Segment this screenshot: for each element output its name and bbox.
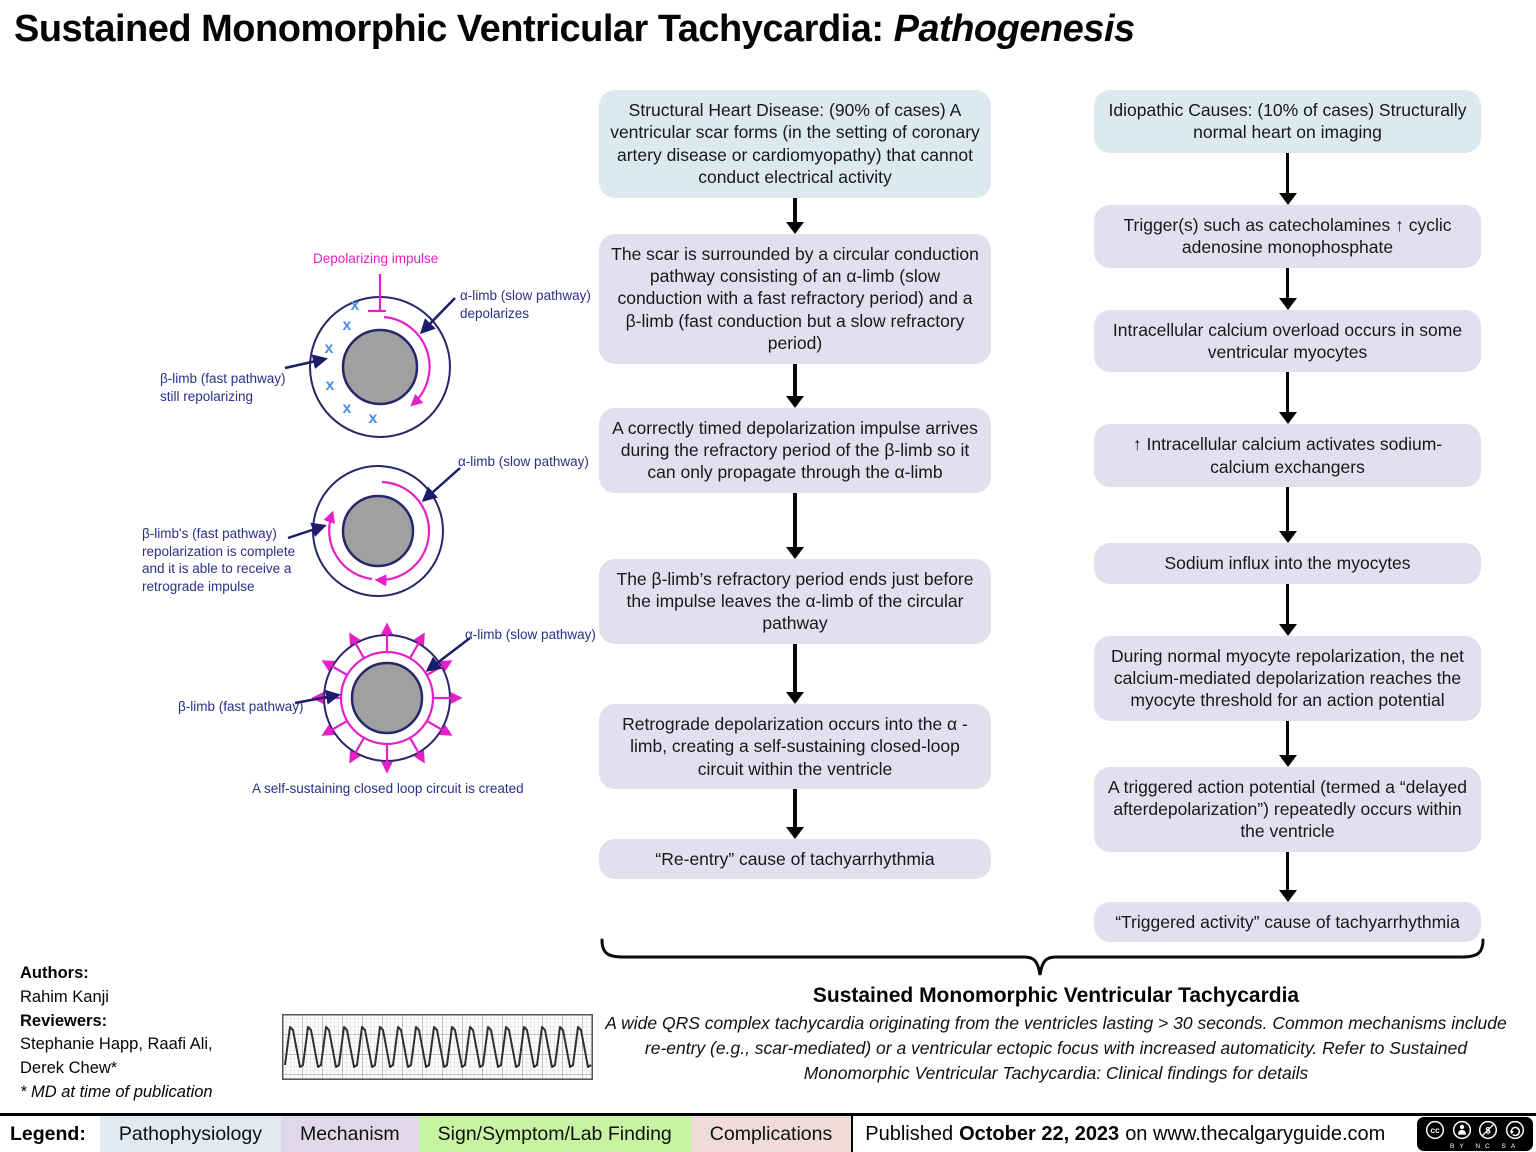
- ecg-strip: [282, 1014, 593, 1080]
- svg-text:x: x: [343, 317, 352, 334]
- reentry-diagram-impulse: xxx xxx: [284, 274, 456, 438]
- flow-box-structural-1: Structural Heart Disease: (90% of cases)…: [599, 90, 991, 198]
- published-date: October 22, 2023: [959, 1122, 1120, 1145]
- d2-alpha-label: α-limb (slow pathway): [458, 454, 589, 469]
- reentry-diagram-retrograde: [287, 465, 461, 597]
- impulse-label: Depolarizing impulse: [313, 251, 439, 266]
- flow-box-structural-3: A correctly timed depolarization impulse…: [599, 407, 991, 493]
- flow-box-idiopathic-4: ↑ Intracellular calcium activates sodium…: [1094, 424, 1481, 488]
- svg-text:x: x: [369, 410, 378, 427]
- loop-circuit-ring: [339, 650, 435, 746]
- beta-pointer-arrow: [287, 522, 327, 540]
- svg-text:cc: cc: [1431, 1125, 1441, 1135]
- alpha-pointer-arrow: [419, 297, 456, 335]
- d1-beta-label: β-limb (fast pathway) still repolarizing: [160, 371, 286, 404]
- flow-box-structural-2: The scar is surrounded by a circular con…: [599, 233, 991, 364]
- d3-alpha-label: α-limb (slow pathway): [465, 627, 596, 642]
- publication-info: Published October 22, 2023 on www.thecal…: [851, 1116, 1417, 1152]
- cc-by-icon: [1452, 1120, 1471, 1140]
- svg-text:x: x: [325, 340, 334, 357]
- cc-icon: cc: [1426, 1120, 1445, 1140]
- beta-pointer-arrow: [294, 689, 341, 705]
- page-title: Sustained Monomorphic Ventricular Tachyc…: [14, 8, 1135, 51]
- legend-item-pathophysiology: Pathophysiology: [99, 1116, 281, 1152]
- brace: [600, 938, 1485, 976]
- flow-box-idiopathic-1: Idiopathic Causes: (10% of cases) Struct…: [1094, 90, 1481, 153]
- author-name: Rahim Kanji: [20, 987, 109, 1006]
- flow-box-structural-5: Retrograde depolarization occurs into th…: [599, 703, 991, 790]
- impulse-loop-path: [323, 480, 431, 587]
- impulse-path: [368, 274, 431, 407]
- summary-body: A wide QRS complex tachycardia originati…: [605, 1013, 1507, 1083]
- page-title-main: Sustained Monomorphic Ventricular Tachyc…: [14, 8, 884, 50]
- legend-label: Legend:: [10, 1122, 86, 1145]
- published-site: on www.thecalgaryguide.com: [1125, 1122, 1386, 1145]
- structural-column: Structural Heart Disease: (90% of cases)…: [599, 90, 991, 880]
- idiopathic-column: Idiopathic Causes: (10% of cases) Struct…: [1094, 90, 1481, 943]
- authors-label: Authors:: [20, 964, 89, 982]
- flow-box-idiopathic-2: Trigger(s) such as catecholamines ↑ cycl…: [1094, 204, 1481, 268]
- flow-box-idiopathic-6: During normal myocyte repolarization, th…: [1094, 635, 1481, 721]
- flow-box-idiopathic-3: Intracellular calcium overload occurs in…: [1094, 309, 1481, 373]
- legend-item-mechanism: Mechanism: [280, 1116, 419, 1152]
- published-prefix: Published: [865, 1122, 954, 1145]
- d2-beta-label: β-limb's (fast pathway) repolarization i…: [142, 526, 296, 594]
- reviewers-label: Reviewers:: [20, 1011, 108, 1030]
- legend-item-complications: Complications: [690, 1116, 852, 1152]
- flow-box-structural-4: The β-limb’s refractory period ends just…: [599, 558, 991, 644]
- flow-box-idiopathic-7: A triggered action potential (termed a “…: [1094, 766, 1481, 852]
- reviewer-names: Stephanie Happ, Raafi Ali,: [20, 1035, 213, 1054]
- scar-core: [341, 328, 419, 406]
- cc-caption: BY NC SA: [1450, 1143, 1521, 1150]
- beta-pointer-arrow: [284, 354, 328, 370]
- cc-nc-icon: $: [1479, 1120, 1498, 1140]
- reentry-diagram-closed-loop: [294, 622, 471, 774]
- cc-sa-icon: [1505, 1120, 1524, 1140]
- md-footnote: * MD at time of publication: [20, 1082, 213, 1101]
- legend-item-sign-symptom: Sign/Symptom/Lab Finding: [418, 1116, 691, 1152]
- flow-box-structural-6: “Re-entry” cause of tachyarrhythmia: [599, 839, 991, 880]
- alpha-pointer-arrow: [421, 467, 461, 502]
- cc-license-badge: cc $ BY NC SA: [1417, 1117, 1533, 1151]
- svg-text:x: x: [343, 400, 352, 417]
- flow-box-idiopathic-8: “Triggered activity” cause of tachyarrhy…: [1094, 901, 1481, 943]
- svg-text:x: x: [351, 297, 360, 314]
- d3-caption: A self-sustaining closed loop circuit is…: [252, 781, 524, 796]
- reviewer-names: Derek Chew*: [20, 1059, 118, 1077]
- scar-core: [341, 494, 415, 568]
- legend-bar: Legend: Pathophysiology Mechanism Sign/S…: [0, 1113, 1536, 1152]
- credits-block: Authors: Rahim Kanji Reviewers: Stephani…: [20, 962, 213, 1105]
- vt-waveform: [284, 1026, 592, 1068]
- d3-beta-label: β-limb (fast pathway): [178, 699, 304, 714]
- d1-alpha-label: α-limb (slow pathway) depolarizes: [460, 288, 591, 321]
- page-title-italic: Pathogenesis: [893, 8, 1136, 50]
- svg-text:x: x: [326, 377, 335, 394]
- repolarizing-x-marks: xxx xxx: [325, 297, 378, 427]
- summary-block: Sustained Monomorphic Ventricular Tachyc…: [600, 984, 1512, 1086]
- flow-box-idiopathic-5: Sodium influx into the myocytes: [1094, 543, 1481, 584]
- scar-core: [350, 661, 424, 735]
- summary-title: Sustained Monomorphic Ventricular Tachyc…: [812, 984, 1300, 1007]
- alpha-pointer-arrow: [425, 637, 471, 672]
